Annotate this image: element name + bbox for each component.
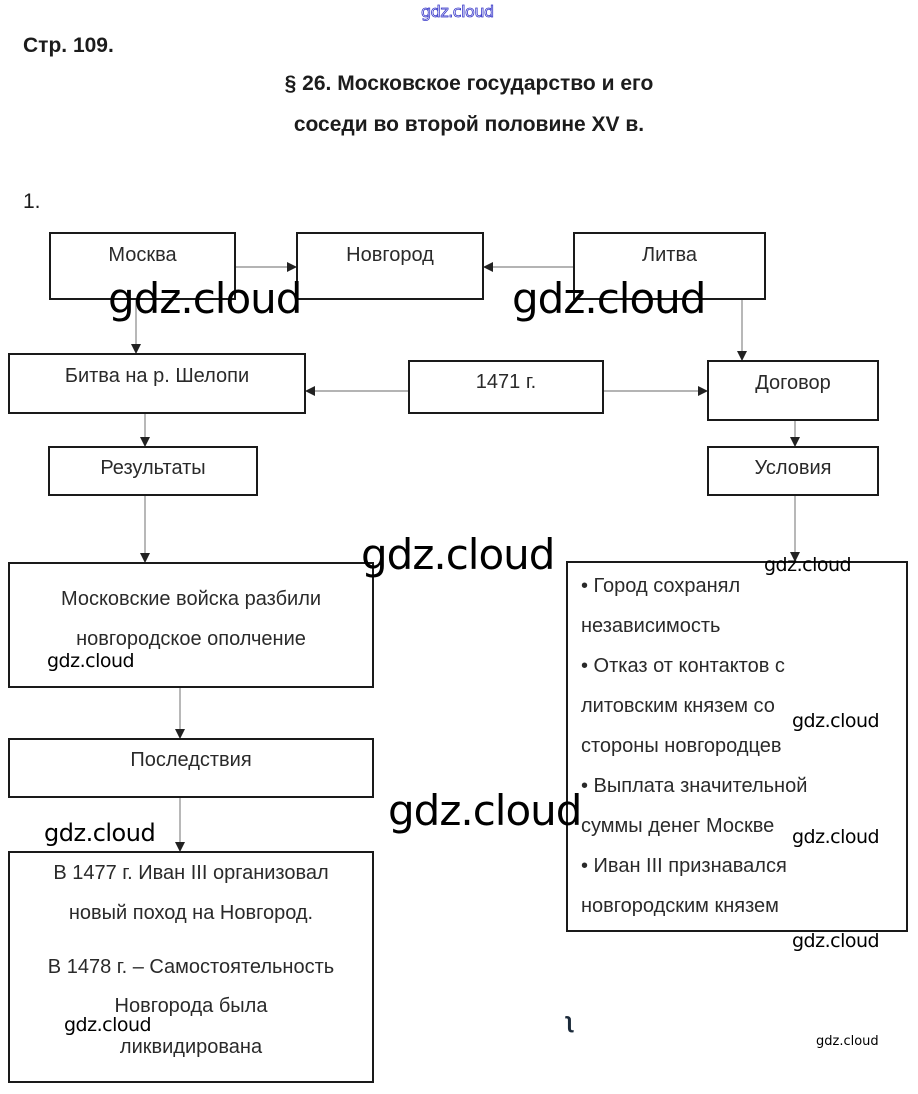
box-moscow-label: Москва <box>108 244 177 266</box>
condition-line: • Иван III признавался <box>581 855 787 877</box>
watermark: gdz.cloud <box>512 274 706 323</box>
box-conditions: Условия <box>707 446 879 496</box>
stray-mark: ʅ <box>566 1008 574 1033</box>
results-text-line1: Московские войска разбили <box>60 588 322 610</box>
condition-line: независимость <box>581 615 721 637</box>
consequences-p2-line1: В 1478 г. – Самостоятельность <box>47 956 335 978</box>
watermark: gdz.cloud <box>64 1014 152 1036</box>
consequences-p2-line3: ликвидирована <box>119 1036 263 1058</box>
box-year-label: 1471 г. <box>475 371 537 393</box>
box-consequences-text: В 1477 г. Иван III организовал новый пох… <box>8 851 374 1083</box>
results-text-line2: новгородское ополчение <box>76 628 306 650</box>
box-novgorod: Новгород <box>296 232 484 300</box>
consequences-p1-line1: В 1477 г. Иван III организовал <box>53 862 329 884</box>
box-results-text: Московские войска разбили новгородское о… <box>8 562 374 688</box>
box-novgorod-label: Новгород <box>346 244 434 266</box>
watermark: gdz.cloud <box>792 930 880 952</box>
box-lithuania: Литва <box>573 232 766 300</box>
task-number: 1. <box>23 190 41 213</box>
watermark: gdz.cloud <box>792 710 880 732</box>
condition-line: новгородским князем <box>581 895 779 917</box>
box-consequences: Последствия <box>8 738 374 798</box>
watermark: gdz.cloud <box>816 1034 879 1049</box>
condition-line: • Город сохранял <box>581 575 741 597</box>
box-conditions-label: Условия <box>754 457 832 479</box>
condition-line: • Выплата значительной <box>581 775 808 797</box>
page-reference: Стр. 109. <box>23 34 114 57</box>
top-watermark: gdz.cloud <box>421 2 495 22</box>
watermark: gdz.cloud <box>361 530 555 579</box>
box-conditions-list: • Город сохранял независимость • Отказ о… <box>566 561 908 932</box>
box-lithuania-label: Литва <box>642 244 697 266</box>
condition-line: • Отказ от контактов с <box>581 655 785 677</box>
box-results-label: Результаты <box>100 457 206 479</box>
watermark: gdz.cloud <box>108 274 302 323</box>
watermark: gdz.cloud <box>792 826 880 848</box>
watermark: gdz.cloud <box>44 819 156 847</box>
watermark: gdz.cloud <box>764 554 852 576</box>
box-moscow: Москва <box>49 232 236 300</box>
box-treaty: Договор <box>707 360 879 421</box>
box-battle-label: Битва на р. Шелопи <box>64 365 250 387</box>
box-consequences-label: Последствия <box>130 749 252 771</box>
section-title-line1: § 26. Московское государство и его <box>284 72 654 95</box>
box-year: 1471 г. <box>408 360 604 414</box>
condition-line: литовским князем со <box>581 695 775 717</box>
consequences-p2-line2: Новгорода была <box>114 995 268 1017</box>
watermark: gdz.cloud <box>388 786 582 835</box>
condition-line: стороны новгородцев <box>581 735 782 757</box>
box-battle: Битва на р. Шелопи <box>8 353 306 414</box>
condition-line: суммы денег Москве <box>581 815 775 837</box>
section-title-line2: соседи во второй половине XV в. <box>293 113 645 136</box>
conditions-list: • Город сохранял независимость • Отказ о… <box>581 566 807 926</box>
watermark: gdz.cloud <box>47 650 135 672</box>
consequences-p1-line2: новый поход на Новгород. <box>68 902 314 924</box>
box-results: Результаты <box>48 446 258 496</box>
box-treaty-label: Договор <box>755 372 831 394</box>
